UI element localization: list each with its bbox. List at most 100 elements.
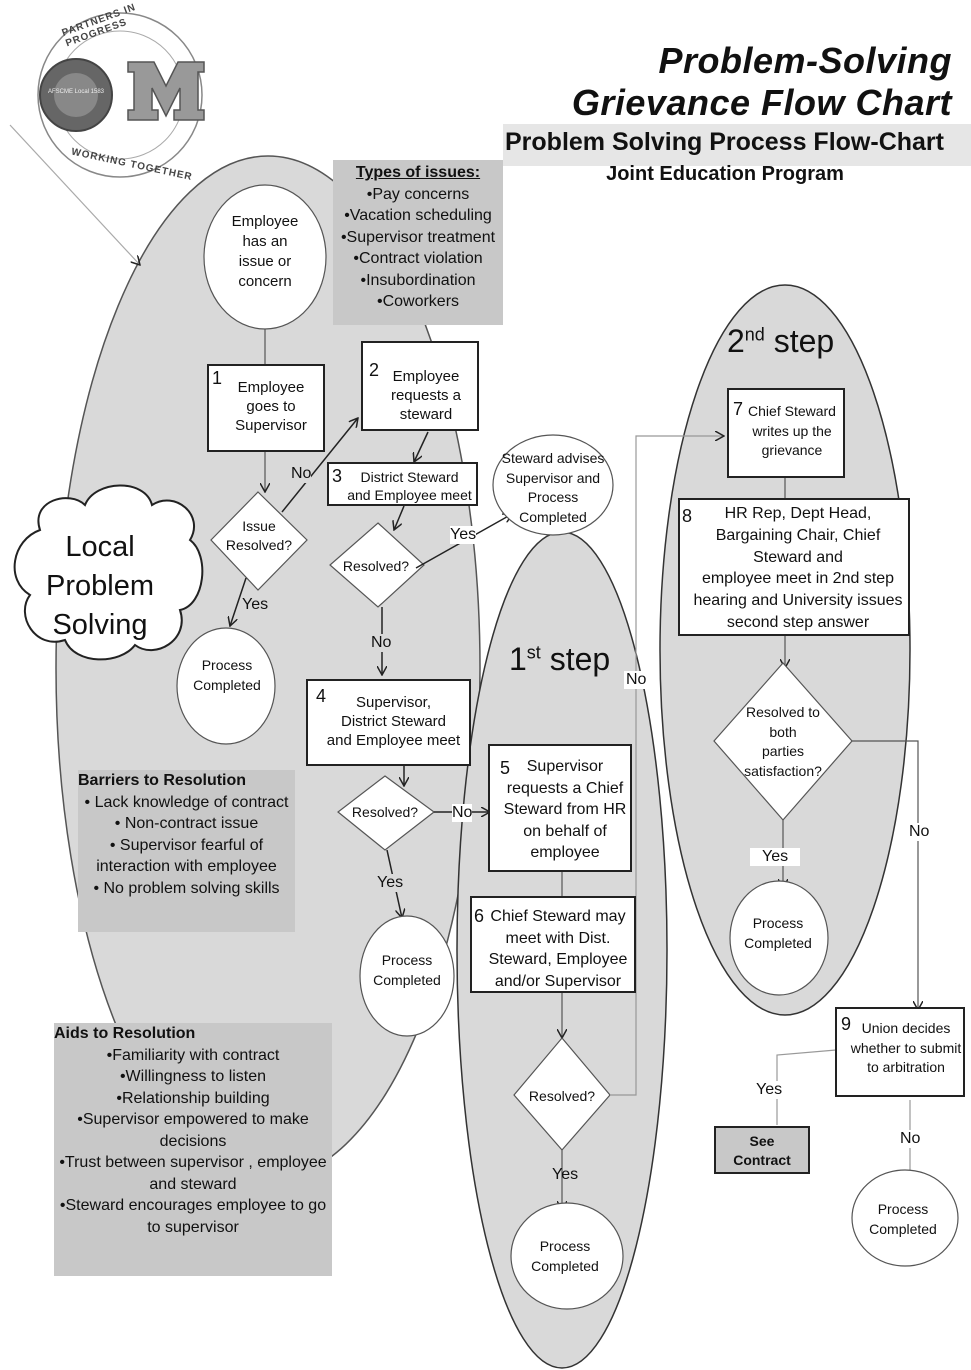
- aid-item: •Trust between supervisor , employee: [59, 1154, 327, 1171]
- box-number: 3: [332, 466, 343, 486]
- box-line: and Employee meet: [326, 732, 461, 749]
- label-no: No: [452, 804, 473, 822]
- box-line: Bargaining Chair, Chief: [715, 526, 881, 544]
- label-no: No: [900, 1130, 921, 1148]
- issue-item: •Coworkers: [376, 293, 460, 310]
- diamond-line: Issue: [242, 518, 276, 534]
- step-box-2: 2 Employee requests a steward: [361, 341, 479, 431]
- box-line: goes to: [246, 398, 296, 415]
- box-line: Chief Steward: [748, 403, 836, 419]
- box-line: Employee: [237, 379, 305, 396]
- diamond-line: Resolved to: [746, 704, 820, 720]
- process-completed-circle-3: [510, 1202, 624, 1310]
- process-completed-circle-4: [729, 880, 829, 996]
- box-line: employee meet in 2nd step: [701, 570, 895, 588]
- aid-item: •Steward encourages employee to go: [59, 1197, 327, 1214]
- process-completed-text: Process Completed: [862, 1199, 944, 1239]
- box-number: 8: [682, 506, 693, 526]
- box-number: 7: [733, 399, 744, 419]
- box-number: 5: [500, 758, 511, 778]
- box-line: District Steward: [340, 713, 447, 730]
- second-step-title: 2nd step: [727, 323, 834, 360]
- process-completed-circle-5: [851, 1169, 959, 1267]
- process-completed-circle-2: [359, 915, 455, 1037]
- label-yes: Yes: [242, 596, 269, 614]
- pc-line: Completed: [869, 1221, 937, 1237]
- box-line: Employee: [392, 368, 460, 385]
- box-line: steward: [399, 406, 453, 423]
- issue-item: •Insubordination: [360, 271, 476, 289]
- step-sup: st: [526, 642, 541, 663]
- label-yes: Yes: [756, 1081, 783, 1099]
- barrier-item: • Supervisor fearful of: [109, 836, 264, 854]
- aid-item: •Willingness to listen: [119, 1068, 267, 1085]
- advise-line: Completed: [519, 508, 587, 525]
- label-yes: Yes: [377, 874, 404, 892]
- step-box-1: 1 Employee goes to Supervisor: [207, 364, 325, 452]
- diamond-line: Resolved?: [225, 537, 293, 553]
- advise-line: Steward advises: [501, 450, 605, 466]
- pc-line: Process: [539, 1238, 591, 1254]
- issue-item: •Vacation scheduling: [344, 207, 492, 224]
- aid-item: •Relationship building: [116, 1089, 270, 1107]
- resolved-label-2: Resolved?: [342, 558, 410, 574]
- process-completed-text: Process Completed: [366, 950, 448, 990]
- box-line: Steward and: [753, 548, 843, 566]
- box-line: Supervisor: [235, 417, 307, 434]
- logo-seal-text: AFSCME Local 1583: [47, 89, 105, 95]
- first-step-title: 1st step: [509, 641, 610, 678]
- label-yes: Yes: [750, 848, 801, 866]
- see-contract-box: See Contract: [714, 1126, 810, 1174]
- step-sup: nd: [744, 324, 765, 345]
- pc-line: Process: [381, 952, 433, 968]
- label-no: No: [371, 634, 392, 652]
- step-num: 2: [727, 323, 745, 359]
- step-word: step: [773, 323, 835, 359]
- advise-line: Process: [527, 489, 579, 505]
- diamond-line: satisfaction?: [744, 762, 822, 779]
- step-word: step: [549, 641, 611, 677]
- start-line: issue or: [238, 253, 292, 270]
- box-number: 2: [369, 360, 380, 380]
- types-of-issues-box: Types of issues: •Pay concerns •Vacation…: [333, 160, 503, 325]
- pc-line: Process: [201, 657, 253, 673]
- pc-line: Completed: [373, 972, 441, 988]
- box-line: and/or Supervisor: [494, 972, 622, 990]
- see-line: Contract: [733, 1152, 791, 1168]
- box-line: District Steward: [360, 469, 459, 485]
- barriers-heading: Barriers to Resolution: [78, 772, 247, 789]
- aids-box: Aids to Resolution •Familiarity with con…: [54, 1023, 332, 1276]
- process-completed-text: Process Completed: [524, 1236, 606, 1276]
- diamond-line: both: [769, 723, 797, 740]
- issue-resolved-diamond: [210, 491, 308, 591]
- subtitle: Problem Solving Process Flow-Chart: [503, 124, 971, 166]
- diamond-line: parties: [761, 743, 805, 759]
- box-line: Steward from HR: [503, 801, 627, 818]
- program-label: Joint Education Program: [606, 163, 844, 185]
- issue-item: •Supervisor treatment: [340, 228, 496, 246]
- start-circle-text: Employee has an issue or concern: [214, 212, 316, 292]
- box-line: hearing and University issues: [693, 592, 903, 610]
- box-line: Union decides: [861, 1020, 951, 1036]
- aids-heading: Aids to Resolution: [54, 1025, 196, 1042]
- cloud-line: Local: [65, 531, 135, 563]
- cloud-line: Problem: [46, 570, 154, 602]
- box-number: 4: [316, 686, 327, 706]
- step-box-5: 5 Supervisor requests a Chief Steward fr…: [488, 744, 632, 872]
- box-line: Steward, Employee: [488, 951, 628, 968]
- box-line: whether to submit: [850, 1039, 962, 1056]
- box-line: on behalf of: [523, 822, 607, 840]
- pc-line: Completed: [744, 935, 812, 951]
- types-heading: Types of issues:: [355, 164, 481, 181]
- barrier-item: • Non-contract issue: [114, 815, 259, 832]
- box-line: second step answer: [726, 613, 870, 631]
- aid-item: to supervisor: [147, 1218, 239, 1236]
- pc-line: Process: [752, 915, 804, 931]
- start-line: Employee: [231, 213, 299, 230]
- cloud-label: Local Problem Solving: [30, 528, 170, 645]
- step-box-4: 4 Supervisor, District Steward and Emplo…: [306, 679, 471, 766]
- resolved-diamond-3: [337, 775, 435, 851]
- box-line: employee: [530, 844, 600, 861]
- issue-item: •Pay concerns: [366, 185, 470, 203]
